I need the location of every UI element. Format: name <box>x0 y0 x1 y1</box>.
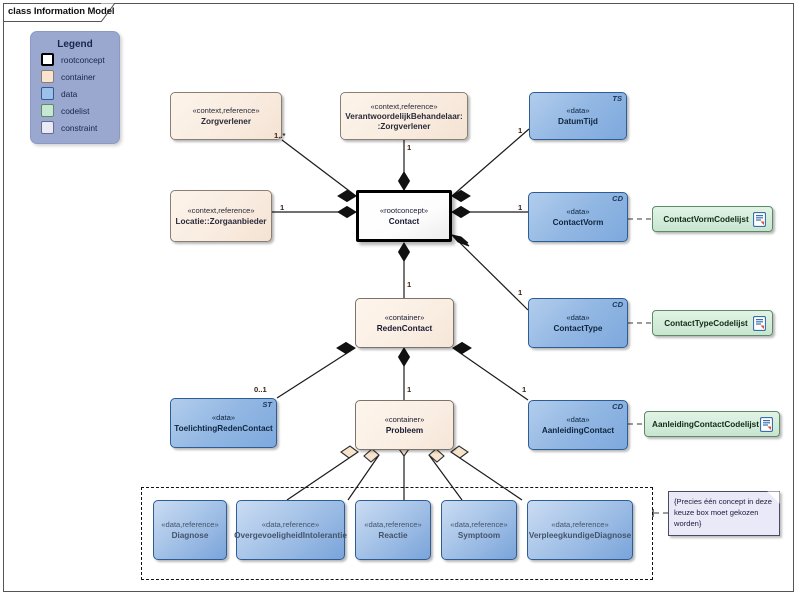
multiplicity-redencontact-contact: 1 <box>407 280 412 289</box>
choice-group-box <box>141 487 653 580</box>
multiplicity-contacttype-contact: 1 <box>518 288 523 297</box>
class-contactvorm-name: ContactVorm <box>552 218 604 227</box>
legend-item-codelist: codelist <box>41 103 119 118</box>
class-contactvorm-typetag: CD <box>612 194 623 203</box>
class-datumtijd-stereotype: «data» <box>566 106 590 115</box>
class-verpleegkundigediagnose[interactable]: «data,reference» VerpleegkundigeDiagnose <box>527 500 633 560</box>
class-contactvorm-stereotype: «data» <box>566 207 590 216</box>
class-aanleidingcontact-name: AanleidingContact <box>541 426 615 435</box>
class-zorgverlener-name: Zorgverlener <box>200 117 252 126</box>
class-contacttype-typetag: CD <box>612 300 623 309</box>
note-fold-corner <box>767 491 780 504</box>
class-verpleegkundigediagnose-stereotype: «data,reference» <box>551 520 609 529</box>
legend-label-rootconcept: rootconcept <box>61 54 105 65</box>
class-contactvorm[interactable]: CD «data» ContactVorm <box>528 192 628 242</box>
codelist-contacttypecodelijst-label: ContactTypeCodelijst <box>664 318 748 328</box>
class-redencontact[interactable]: «container» RedenContact <box>355 298 454 348</box>
legend-item-rootconcept: rootconcept <box>41 52 119 67</box>
multiplicity-probleem-redencontact: 1 <box>407 385 412 394</box>
document-icon <box>752 315 767 331</box>
class-aanleidingcontact-typetag: CD <box>612 402 623 411</box>
document-icon <box>759 416 774 432</box>
class-datumtijd-name: DatumTijd <box>558 117 598 126</box>
class-contact-stereotype: «rootconcept» <box>379 206 429 215</box>
class-verpleegkundigediagnose-name: VerpleegkundigeDiagnose <box>528 531 632 540</box>
class-toelichtingredencontact[interactable]: ST «data» ToelichtingRedenContact <box>170 398 277 448</box>
class-locatie-zorgaanbieder-stereotype: «context,reference» <box>187 206 255 215</box>
class-contact[interactable]: «rootconcept» Contact <box>356 190 452 242</box>
class-overgevoeligheidintolerantie-stereotype: «data,reference» <box>261 520 320 529</box>
legend-item-constraint: constraint <box>41 120 119 135</box>
class-probleem[interactable]: «container» Probleem <box>355 400 454 450</box>
multiplicity-aanleiding-redencontact: 1 <box>522 385 527 394</box>
class-contacttype-stereotype: «data» <box>566 313 590 322</box>
class-locatie-zorgaanbieder-name: Locatie::Zorgaanbieder <box>175 217 267 226</box>
class-contacttype-name: ContactType <box>553 324 603 333</box>
legend-swatch-rootconcept <box>41 53 54 66</box>
class-aanleidingcontact-stereotype: «data» <box>566 415 590 424</box>
class-locatie-zorgaanbieder[interactable]: «context,reference» Locatie::Zorgaanbied… <box>170 190 272 242</box>
multiplicity-toelichting-redencontact: 0..1 <box>254 385 267 394</box>
class-zorgverlener[interactable]: «context,reference» Zorgverlener <box>170 92 282 140</box>
multiplicity-datumtijd-contact: 1 <box>518 126 523 135</box>
class-aanleidingcontact[interactable]: CD «data» AanleidingContact <box>528 400 628 450</box>
class-datumtijd-typetag: TS <box>612 94 622 103</box>
legend-label-container: container <box>61 71 96 82</box>
class-reactie[interactable]: «data,reference» Reactie <box>355 500 431 560</box>
class-verantwoordelijkbehandelaar-stereotype: «context,reference» <box>370 101 438 111</box>
codelist-contactvormcodelijst-label: ContactVormCodelijst <box>663 214 749 224</box>
class-verantwoordelijkbehandelaar[interactable]: «context,reference» VerantwoordelijkBeha… <box>340 92 468 140</box>
class-overgevoeligheidintolerantie-name: OvergevoeligheidIntolerantie <box>234 531 347 540</box>
codelist-aanleidingcontactcodelijst[interactable]: AanleidingContactCodelijst <box>644 411 780 437</box>
constraint-note-text: {Precies één concept in deze keuze box m… <box>674 497 772 528</box>
class-contact-name: Contact <box>388 217 420 226</box>
diagram-frame-tab <box>3 3 101 22</box>
class-symptoom-name: Symptoom <box>457 531 501 540</box>
legend-swatch-constraint <box>41 121 54 134</box>
multiplicity-verantwoordelijk-contact: 1 <box>407 143 412 152</box>
constraint-note[interactable]: {Precies één concept in deze keuze box m… <box>668 491 780 536</box>
class-toelichtingredencontact-stereotype: «data» <box>211 413 236 422</box>
class-datumtijd[interactable]: TS «data» DatumTijd <box>529 92 627 140</box>
legend-item-container: container <box>41 69 119 84</box>
class-verantwoordelijkbehandelaar-name: VerantwoordelijkBehandelaar::Zorgverlene… <box>345 111 463 131</box>
multiplicity-locatie-contact: 1 <box>280 203 285 212</box>
legend-swatch-data <box>41 87 54 100</box>
class-probleem-stereotype: «container» <box>384 415 425 424</box>
legend-label-constraint: constraint <box>61 122 98 133</box>
class-probleem-name: Probleem <box>385 426 424 435</box>
class-reactie-name: Reactie <box>378 531 408 540</box>
class-redencontact-stereotype: «container» <box>384 313 425 322</box>
class-toelichtingredencontact-name: ToelichtingRedenContact <box>174 424 273 433</box>
legend: Legend rootconcept container data codeli… <box>30 31 120 144</box>
class-symptoom[interactable]: «data,reference» Symptoom <box>441 500 517 560</box>
codelist-aanleidingcontactcodelijst-label: AanleidingContactCodelijst <box>652 419 759 429</box>
class-reactie-stereotype: «data,reference» <box>364 520 422 529</box>
multiplicity-contactvorm-contact: 1 <box>518 203 523 212</box>
legend-swatch-codelist <box>41 104 54 117</box>
class-contacttype[interactable]: CD «data» ContactType <box>528 298 628 348</box>
legend-item-data: data <box>41 86 119 101</box>
codelist-contacttypecodelijst[interactable]: ContactTypeCodelijst <box>652 310 773 336</box>
class-symptoom-stereotype: «data,reference» <box>450 520 508 529</box>
document-icon <box>752 211 767 227</box>
class-diagnose[interactable]: «data,reference» Diagnose <box>153 500 227 560</box>
class-diagnose-name: Diagnose <box>171 531 209 540</box>
class-redencontact-name: RedenContact <box>376 324 433 333</box>
class-zorgverlener-stereotype: «context,reference» <box>192 106 260 115</box>
multiplicity-zorgverlener-contact: 1..* <box>274 131 286 140</box>
legend-label-codelist: codelist <box>61 105 90 116</box>
class-toelichtingredencontact-typetag: ST <box>262 400 272 409</box>
legend-label-data: data <box>61 88 78 99</box>
diagram-title: class Information Model <box>8 6 115 17</box>
legend-title: Legend <box>57 39 93 50</box>
class-diagnose-stereotype: «data,reference» <box>161 520 219 529</box>
legend-swatch-container <box>41 70 54 83</box>
class-overgevoeligheidintolerantie[interactable]: «data,reference» OvergevoeligheidIntoler… <box>234 500 347 560</box>
diagram-frame-tab-slant <box>101 3 117 22</box>
codelist-contactvormcodelijst[interactable]: ContactVormCodelijst <box>652 206 773 232</box>
